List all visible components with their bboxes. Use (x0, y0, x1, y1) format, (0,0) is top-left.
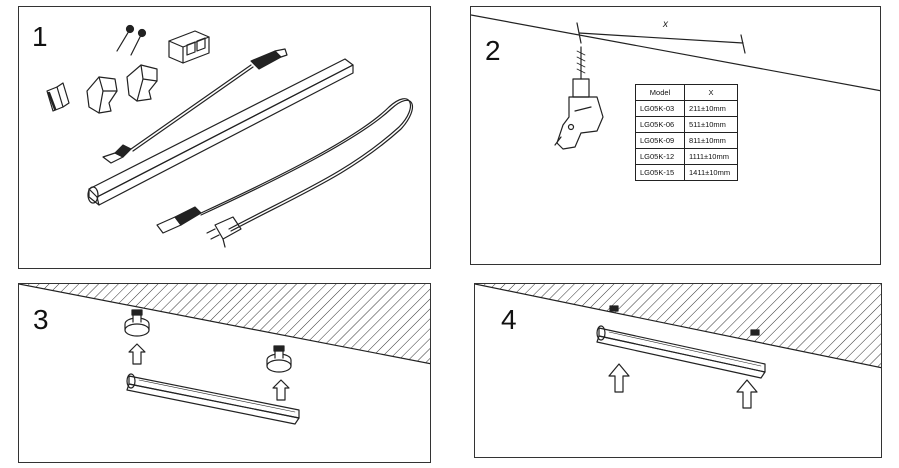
ceiling-line (471, 14, 880, 92)
table-row: LG05K-03 211±10mm (635, 100, 738, 117)
mounting-clip-icon (750, 329, 760, 336)
distance-cell: 511±10mm (684, 116, 738, 133)
table-header-row: Model X (635, 84, 738, 101)
model-cell: LG05K-09 (635, 132, 685, 149)
mounting-clip-icon (266, 345, 292, 373)
distance-cell: 211±10mm (684, 100, 738, 117)
up-arrow-icon (128, 343, 146, 365)
column-header: Model (635, 84, 685, 101)
model-cell: LG05K-15 (635, 164, 685, 181)
mounting-clip-icon (609, 305, 619, 312)
dimension-line (576, 22, 746, 54)
table-row: LG05K-12 1111±10mm (635, 148, 738, 165)
column-header: X (684, 84, 738, 101)
model-spec-table: Model X LG05K-03 211±10mm LG05K-06 511±1… (635, 84, 738, 181)
model-cell: LG05K-12 (635, 148, 685, 165)
installed-bar-illustration (475, 284, 881, 409)
step-4-panel: 4 (474, 283, 882, 458)
step-3-panel: 3 (18, 283, 431, 463)
drilling-illustration (471, 14, 880, 150)
led-bar-icon (596, 325, 766, 379)
up-arrow-icon (736, 379, 758, 409)
distance-cell: 811±10mm (684, 132, 738, 149)
step-2-panel: 2 x Model X (470, 6, 881, 265)
table-row: LG05K-06 511±10mm (635, 116, 738, 133)
led-bar-icon (126, 373, 300, 425)
end-cap-icon (46, 82, 70, 112)
table-row: LG05K-15 1411±10mm (635, 164, 738, 181)
table-row: LG05K-09 811±10mm (635, 132, 738, 149)
screw-icon (116, 24, 135, 52)
step-1-panel: 1 (18, 6, 431, 269)
mounting-clip-icon (86, 76, 118, 114)
connector-icon (168, 30, 210, 64)
distance-cell: 1411±10mm (684, 164, 738, 181)
step-number: 4 (501, 304, 517, 335)
up-arrow-icon (608, 363, 630, 393)
mounting-clip-icon (124, 309, 150, 337)
mounting-illustration (19, 284, 430, 425)
connection-cable-icon (102, 48, 288, 164)
parts-kit-illustration (46, 24, 413, 248)
mounting-clip-icon (126, 64, 158, 102)
dimension-label: x (663, 19, 668, 30)
step-number: 3 (33, 304, 49, 335)
power-cord-icon (156, 98, 413, 248)
step-number: 1 (32, 21, 48, 52)
screw-icon (130, 28, 147, 56)
led-bar-icon (87, 58, 354, 206)
step-number: 2 (485, 35, 501, 66)
model-cell: LG05K-06 (635, 116, 685, 133)
model-cell: LG05K-03 (635, 100, 685, 117)
drill-icon (554, 46, 604, 150)
up-arrow-icon (272, 379, 290, 401)
distance-cell: 1111±10mm (684, 148, 738, 165)
